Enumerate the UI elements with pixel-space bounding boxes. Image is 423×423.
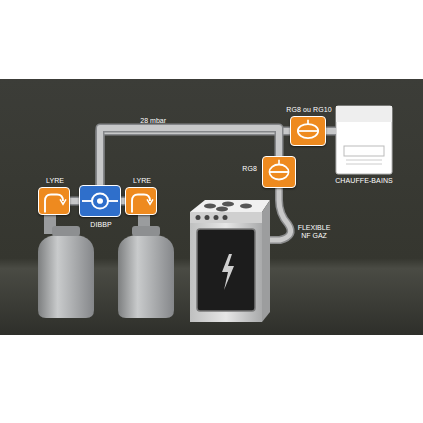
fitting-node: RG8 ou RG10 [290,116,326,146]
gas-pipe [100,128,279,185]
pressure-label: 28 mbar [140,117,166,125]
gas-pipe [326,131,336,132]
fitting-icon [126,188,156,214]
node-label: CHAUFFE-BAINS [335,177,393,185]
node-label: LYRE [46,177,64,185]
node-label: DIBBP [90,221,112,229]
gas-bottle [38,214,94,318]
node-label: LYRE [133,177,151,185]
pipe [326,128,336,134]
fitting-node: LYRE [125,187,157,215]
fitting-node: CHAUFFE-BAINS [336,106,392,174]
fitting-icon [263,157,295,187]
node-label: RG8 ou RG10 [286,106,331,114]
fitting-icon [80,186,120,216]
pipe-outline [326,127,336,136]
gas-pipe [70,201,79,202]
pipe [70,198,79,204]
gas-bottle [118,214,174,318]
cooker [190,200,270,322]
hose-label: FLEXIBLE NF GAZ [296,224,332,240]
pipe-outline [100,128,279,185]
fitting-node: RG8 [262,156,296,188]
water-heater [336,106,392,174]
fitting-node: DIBBP [79,185,121,217]
dark-panel [0,79,423,335]
pipe-outline [70,197,79,206]
fitting-icon [291,117,325,145]
pipe [100,128,279,185]
fitting-node: LYRE [38,187,70,215]
node-label: RG8 [242,165,257,173]
fitting-icon [39,188,69,214]
